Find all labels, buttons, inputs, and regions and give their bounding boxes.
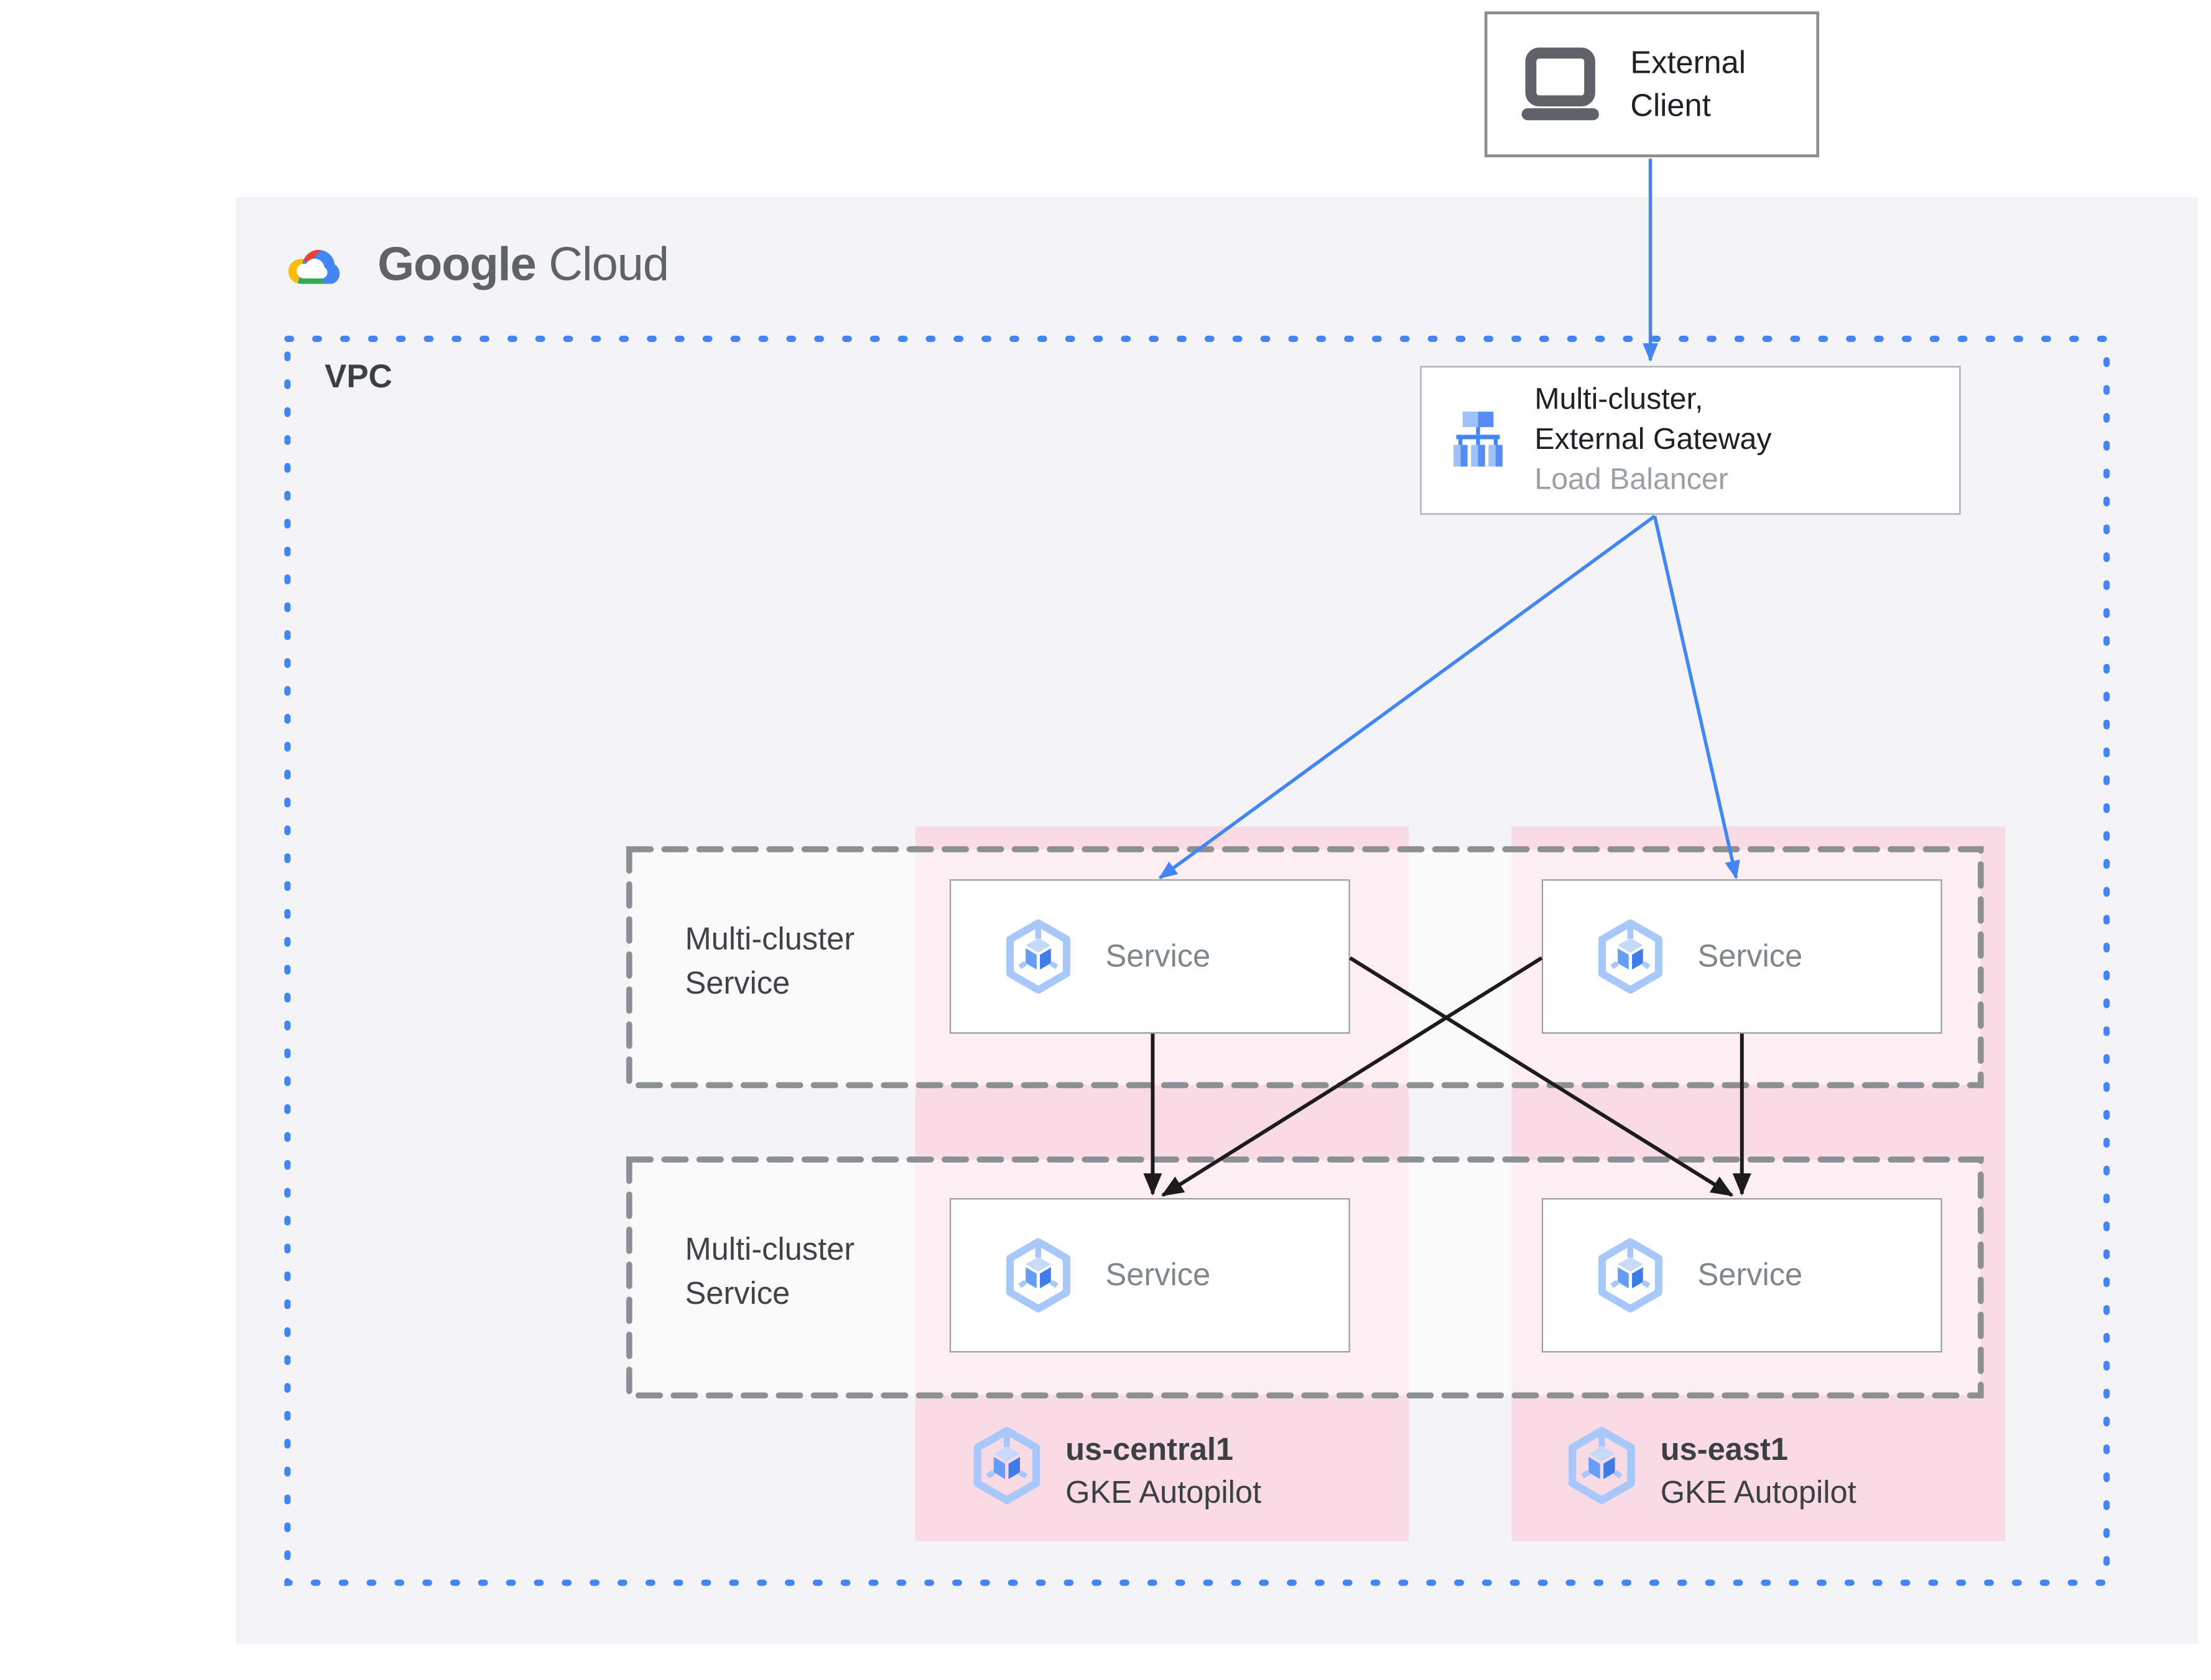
cluster-region: us-east1 [1660, 1431, 1788, 1467]
service-card-us-east1-row2: Service [1541, 1198, 1942, 1353]
service-label: Service [1697, 1257, 1803, 1293]
laptop-icon [1516, 46, 1605, 123]
cluster-region: us-central1 [1065, 1431, 1234, 1467]
vpc-label: VPC [324, 357, 392, 395]
gke-service-icon [1006, 920, 1072, 994]
load-balancer-title-line1: Multi-cluster, [1534, 383, 1703, 417]
row-1-label-line2: Service [685, 965, 790, 1001]
logo-word-cloud: Cloud [549, 237, 669, 290]
gke-service-icon [1598, 1238, 1664, 1313]
service-card-us-east1-row1: Service [1541, 879, 1942, 1034]
load-balancer-icon [1444, 407, 1511, 474]
multi-cluster-service-row-1-label: Multi-cluster Service [685, 916, 855, 1005]
cluster-platform: GKE Autopilot [1065, 1474, 1262, 1510]
load-balancer-card: Multi-cluster, External Gateway Load Bal… [1420, 366, 1961, 515]
cluster-label-us-central1: us-central1 GKE Autopilot [973, 1427, 1261, 1514]
cluster-platform: GKE Autopilot [1660, 1474, 1856, 1510]
row-2-label-line1: Multi-cluster [685, 1230, 855, 1267]
cluster-label-us-east1: us-east1 GKE Autopilot [1567, 1427, 1856, 1514]
gke-service-icon [1006, 1238, 1072, 1313]
service-card-us-central1-row1: Service [949, 879, 1350, 1034]
row-1-label-line1: Multi-cluster [685, 920, 855, 957]
multi-cluster-service-row-2-label: Multi-cluster Service [685, 1227, 855, 1316]
gke-service-icon [1598, 920, 1664, 994]
external-client-card: External Client [1484, 11, 1819, 157]
row-2-label-line2: Service [685, 1275, 790, 1311]
load-balancer-subtitle: Load Balancer [1534, 463, 1728, 496]
load-balancer-title-line2: External Gateway [1534, 423, 1772, 456]
logo-word-google: Google [378, 237, 537, 290]
service-label: Service [1697, 938, 1803, 974]
external-client-label: External Client [1630, 44, 1746, 123]
google-cloud-icon [280, 234, 358, 295]
service-label: Service [1105, 1257, 1211, 1293]
gke-cluster-icon [1567, 1427, 1636, 1504]
service-label: Service [1105, 938, 1211, 974]
gke-cluster-icon [973, 1427, 1041, 1504]
service-card-us-central1-row2: Service [949, 1198, 1350, 1353]
